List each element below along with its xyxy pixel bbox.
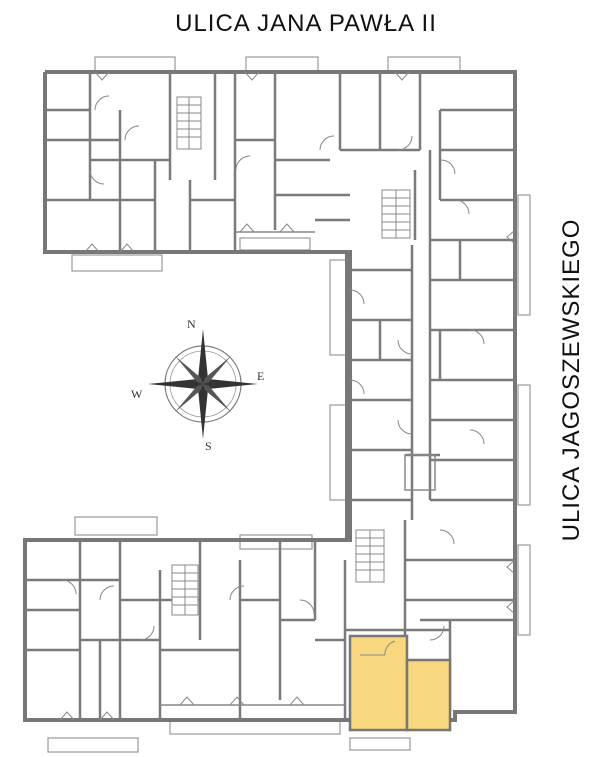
street-label-jana-pawla: ULICA JANA PAWŁA II (175, 10, 437, 37)
door-swings (61, 95, 485, 665)
compass-south: S (205, 439, 212, 453)
compass-north: N (187, 317, 196, 331)
window-marks (59, 71, 516, 721)
highlighted-apartment[interactable] (348, 634, 452, 732)
outer-walls (23, 70, 517, 722)
compass-east: E (257, 369, 264, 383)
compass-rose: N E S W (131, 317, 264, 453)
staircases (171, 96, 411, 616)
compass-west: W (131, 387, 143, 401)
right-wing (350, 150, 515, 520)
top-wing (45, 72, 515, 252)
balconies (47, 56, 531, 753)
